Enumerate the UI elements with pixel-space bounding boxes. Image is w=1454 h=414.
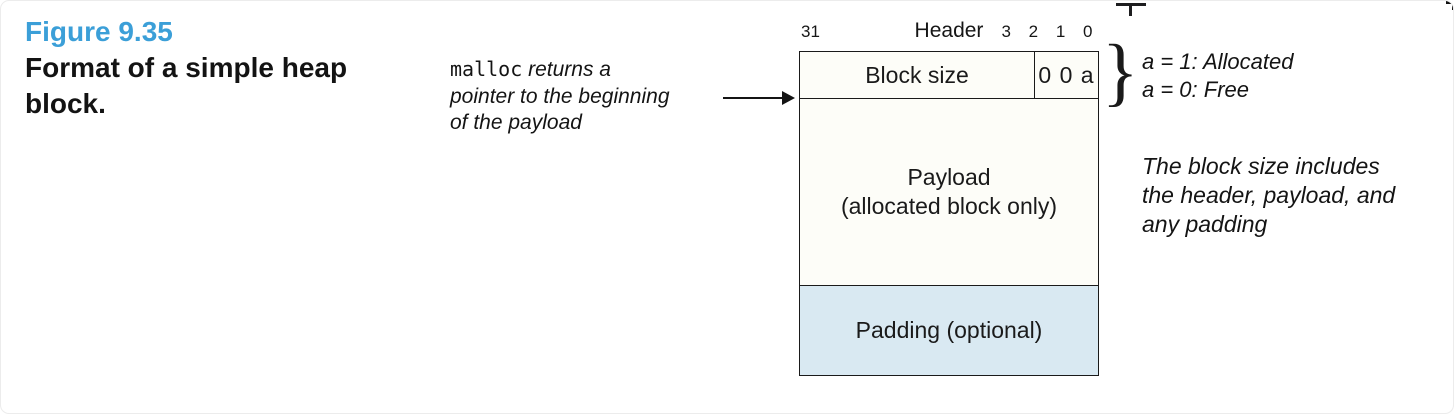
- legend-allocated: a = 1: Allocated: [1142, 49, 1294, 74]
- heap-block-diagram: Block size 0 0 a Payload (allocated bloc…: [799, 51, 1099, 376]
- figure-title: Format of a simple heap block.: [25, 52, 348, 119]
- block-size-note-line2: the header, payload, and: [1142, 182, 1396, 208]
- block-size-note: The block size includes the header, payl…: [1142, 152, 1395, 239]
- malloc-text-3: of the payload: [450, 111, 582, 134]
- allocated-free-legend: a = 1: Allocated a = 0: Free: [1142, 48, 1293, 104]
- pointer-arrow-head-icon: [782, 91, 795, 105]
- bit-labels-3210: 3 2 1 0: [1001, 22, 1099, 41]
- bit-label-31: 31: [801, 22, 820, 41]
- flag-bits-cell: 0 0 a: [1034, 52, 1098, 98]
- malloc-annotation-line1: malloc returns a: [450, 56, 670, 84]
- figure-caption: Figure 9.35 Format of a simple heap bloc…: [25, 13, 405, 122]
- crop-mark-vertical: [1129, 3, 1132, 16]
- bit-labels-row: 31 Header 3 2 1 0: [799, 19, 1099, 44]
- block-size-note-line1: The block size includes: [1142, 153, 1380, 179]
- corner-mark-horizontal: [1446, 1, 1453, 4]
- header-row: Block size 0 0 a: [800, 52, 1098, 99]
- legend-free: a = 0: Free: [1142, 77, 1250, 102]
- corner-mark-vertical: [1452, 1, 1453, 10]
- padding-label: Padding (optional): [855, 317, 1043, 343]
- padding-section: Padding (optional): [800, 286, 1098, 375]
- header-word-label: Header: [914, 19, 984, 42]
- malloc-annotation: malloc returns a pointer to the beginnin…: [450, 56, 670, 137]
- payload-label-line2: (allocated block only): [840, 193, 1058, 219]
- malloc-code: malloc: [450, 57, 523, 81]
- malloc-text-2: pointer to the beginning: [450, 84, 670, 108]
- block-size-note-line3: any padding: [1142, 211, 1268, 237]
- figure-number: Figure 9.35: [25, 16, 173, 47]
- pointer-arrow-line: [723, 97, 784, 99]
- brace-glyph: }: [1102, 30, 1139, 114]
- payload-label-line1: Payload: [907, 164, 991, 190]
- block-size-cell: Block size: [865, 61, 969, 88]
- payload-section: Payload (allocated block only): [800, 99, 1098, 286]
- malloc-text-1: returns a: [528, 58, 611, 81]
